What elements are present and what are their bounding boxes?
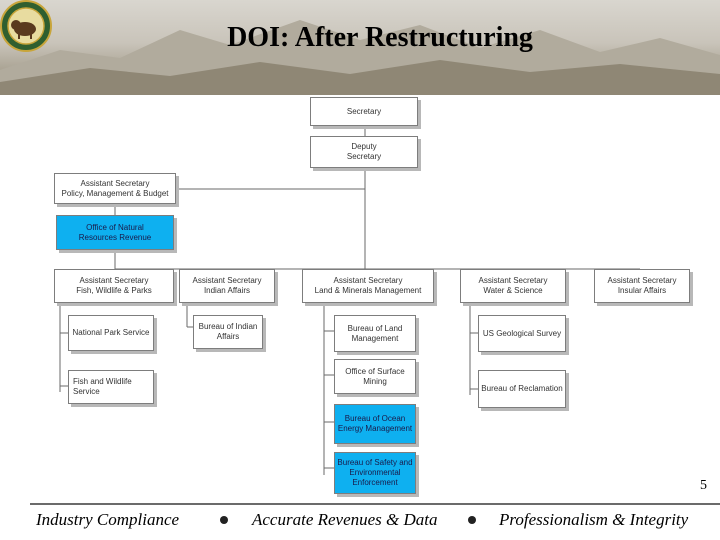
footer-industry-compliance: Industry Compliance — [36, 510, 180, 529]
org-chart: Secretary Deputy Secretary Assistant Sec… — [0, 95, 720, 500]
as-pmb-box: Assistant Secretary Policy, Management &… — [54, 173, 176, 204]
as-fwp-label: Assistant Secretary Fish, Wildlife & Par… — [76, 276, 152, 295]
as-insular-box: Assistant Secretary Insular Affairs — [594, 269, 690, 303]
bia-box: Bureau of Indian Affairs — [193, 315, 263, 349]
osm-box: Office of Surface Mining — [334, 359, 416, 394]
usgs-box: US Geological Survey — [478, 315, 566, 352]
footer-divider — [30, 503, 720, 505]
as-pmb-label: Assistant Secretary Policy, Management &… — [61, 178, 169, 198]
deputy-secretary-label: Deputy Secretary — [346, 142, 382, 161]
header-banner: DOI: After Restructuring — [0, 0, 720, 95]
fws-box: Fish and Wildlife Service — [68, 370, 154, 404]
deputy-secretary-box: Deputy Secretary — [310, 136, 418, 168]
blm-box: Bureau of Land Management — [334, 315, 416, 352]
as-ia-label: Assistant Secretary Indian Affairs — [192, 276, 262, 295]
bor-label: Bureau of Reclamation — [481, 384, 563, 393]
fws-label: Fish and Wildlife Service — [73, 377, 132, 396]
usgs-label: US Geological Survey — [482, 328, 562, 338]
page-number: 5 — [700, 478, 707, 493]
osm-label: Office of Surface Mining — [345, 366, 405, 386]
bia-label: Bureau of Indian Affairs — [198, 322, 258, 341]
nps-label: National Park Service — [72, 328, 150, 337]
as-ia-box: Assistant Secretary Indian Affairs — [179, 269, 275, 303]
bor-box: Bureau of Reclamation — [478, 370, 566, 408]
as-ws-box: Assistant Secretary Water & Science — [460, 269, 566, 303]
as-fwp-box: Assistant Secretary Fish, Wildlife & Par… — [54, 269, 174, 303]
as-lmm-label: Assistant Secretary Land & Minerals Mana… — [314, 276, 422, 295]
secretary-box: Secretary — [310, 97, 418, 126]
bsee-box: Bureau of Safety and Environmental Enfor… — [334, 452, 416, 494]
blm-label: Bureau of Land Management — [347, 323, 403, 343]
onrr-label: Office of Natural Resources Revenue — [78, 222, 152, 242]
as-insular-label: Assistant Secretary Insular Affairs — [607, 276, 677, 295]
footer-professionalism: Professionalism & Integrity — [499, 510, 689, 529]
onrr-box: Office of Natural Resources Revenue — [56, 215, 174, 250]
as-lmm-box: Assistant Secretary Land & Minerals Mana… — [302, 269, 434, 303]
boem-box: Bureau of Ocean Energy Management — [334, 404, 416, 444]
nps-box: National Park Service — [68, 315, 154, 351]
footer-accurate-revenues: Accurate Revenues & Data — [252, 510, 438, 529]
secretary-label: Secretary — [346, 106, 382, 116]
boem-label: Bureau of Ocean Energy Management — [337, 414, 413, 433]
bsee-label: Bureau of Safety and Environmental Enfor… — [337, 458, 413, 487]
footer-bullet-icon — [220, 516, 228, 524]
page-title: DOI: After Restructuring — [227, 22, 533, 53]
footer-bullet-icon — [468, 516, 476, 524]
mountain-backdrop — [0, 20, 720, 95]
doi-seal-icon — [0, 0, 52, 52]
as-ws-label: Assistant Secretary Water & Science — [478, 276, 548, 295]
